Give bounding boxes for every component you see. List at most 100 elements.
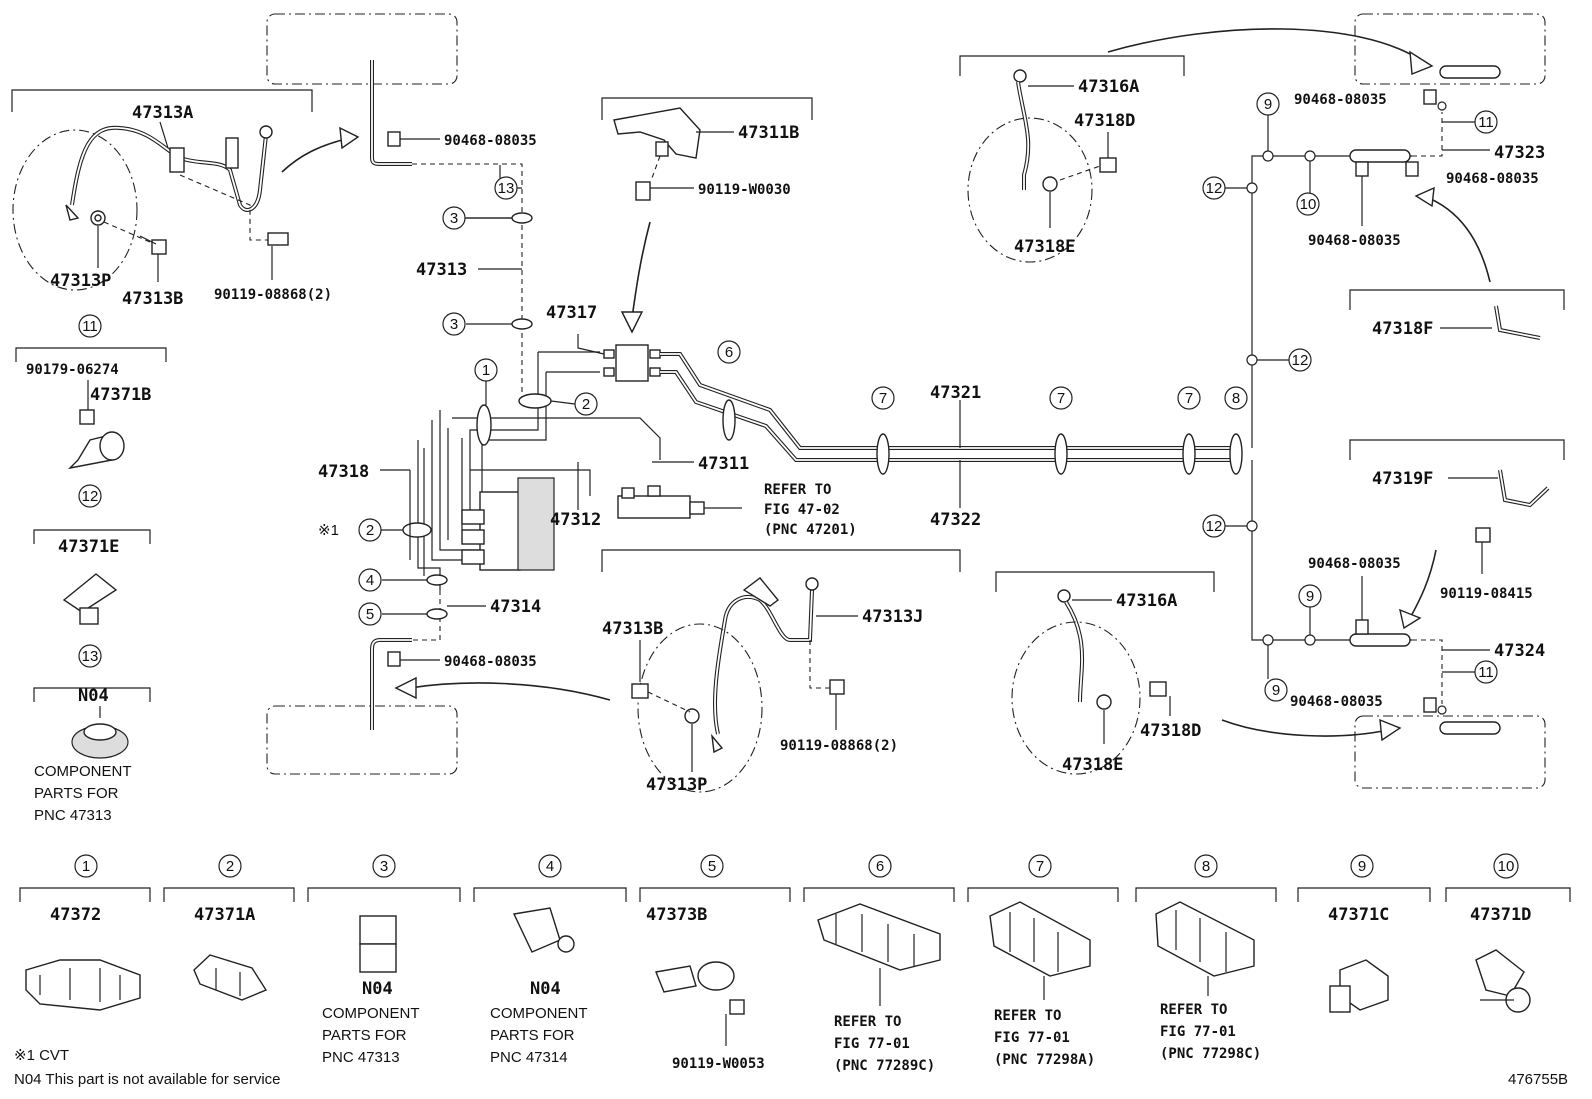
part-47316a-lower-label: 47316A bbox=[1116, 591, 1177, 611]
clip-lower-2-label: 90468-08035 bbox=[1290, 694, 1383, 710]
line-47324-label: 47324 bbox=[1494, 641, 1545, 661]
svg-text:13: 13 bbox=[82, 648, 99, 665]
component-note-3a: COMPONENT bbox=[322, 1005, 420, 1022]
svg-text:2: 2 bbox=[582, 396, 590, 413]
phantom-box-bottom-right bbox=[1354, 715, 1546, 789]
bolt-90119-08415-label: 90119-08415 bbox=[1440, 586, 1533, 602]
part-90179-06274-label: 90179-06274 bbox=[26, 362, 119, 378]
refer-6-line2: FIG 77-01 bbox=[834, 1036, 910, 1052]
group-47311b: 47311B 90119-W0030 bbox=[601, 97, 813, 334]
detail-ellipse bbox=[12, 129, 138, 291]
refer-line-1: REFER TO bbox=[764, 482, 831, 498]
bolt-90119-w0053-label: 90119-W0053 bbox=[672, 1056, 765, 1072]
line-47322-label: 47322 bbox=[930, 510, 981, 530]
tube-47314-label: 47314 bbox=[490, 597, 541, 617]
refer-8-line2: FIG 77-01 bbox=[1160, 1024, 1236, 1040]
svg-text:9: 9 bbox=[1358, 858, 1366, 875]
group-47316a-lower: 47316A 47318E 47318D bbox=[995, 571, 1402, 775]
part-47371a-label: 47371A bbox=[194, 905, 255, 925]
svg-text:2: 2 bbox=[226, 858, 234, 875]
part-47317-label: 47317 bbox=[546, 303, 597, 323]
junction-47317: 47317 bbox=[546, 303, 661, 382]
part-47313b-lower-label: 47313B bbox=[602, 619, 663, 639]
svg-text:3: 3 bbox=[450, 210, 458, 227]
svg-text:2: 2 bbox=[366, 522, 374, 539]
clip-upper-3-label: 90468-08035 bbox=[1308, 233, 1401, 249]
master-cylinder: REFER TO FIG 47-02 (PNC 47201) bbox=[617, 482, 857, 538]
figure-id: 476755B bbox=[1508, 1071, 1568, 1088]
abs-unit: 47318 47312 47311 ※1 bbox=[318, 351, 749, 590]
svg-text:7: 7 bbox=[1057, 390, 1065, 407]
refer-8-line3: (PNC 77298C) bbox=[1160, 1046, 1261, 1062]
clip-lower-1-label: 90468-08035 bbox=[1308, 556, 1401, 572]
part-47316a-upper-label: 47316A bbox=[1078, 77, 1139, 97]
component-note-1: COMPONENT bbox=[34, 763, 132, 780]
n04-label-3: N04 bbox=[362, 979, 393, 999]
tube-47313: 90468-08035 47313 bbox=[370, 60, 537, 398]
svg-text:9: 9 bbox=[1306, 588, 1314, 605]
part-47313p-lower-label: 47313P bbox=[646, 775, 707, 795]
refer-line-2: FIG 47-02 bbox=[764, 502, 840, 518]
svg-text:11: 11 bbox=[1478, 664, 1494, 681]
refer-6-line3: (PNC 77289C) bbox=[834, 1058, 935, 1074]
component-note-2: PARTS FOR bbox=[34, 785, 119, 802]
main-lines: 47321 47322 bbox=[660, 352, 1243, 530]
component-note-3b: PARTS FOR bbox=[322, 1027, 407, 1044]
phantom-box-bottom-left bbox=[266, 705, 458, 775]
refer-7-line2: FIG 77-01 bbox=[994, 1030, 1070, 1046]
part-47371e-label: 47371E bbox=[58, 537, 119, 557]
svg-text:8: 8 bbox=[1232, 390, 1240, 407]
svg-text:3: 3 bbox=[450, 316, 458, 333]
n04-label-left: N04 bbox=[78, 686, 109, 706]
part-47318e-lower-label: 47318E bbox=[1062, 755, 1123, 775]
line-47321-label: 47321 bbox=[930, 383, 981, 403]
hose-47319f-label: 47319F bbox=[1372, 469, 1433, 489]
svg-text:1: 1 bbox=[482, 362, 490, 379]
svg-text:5: 5 bbox=[366, 606, 374, 623]
component-note-3c: PNC 47313 bbox=[322, 1049, 400, 1066]
refer-6-line1: REFER TO bbox=[834, 1014, 901, 1030]
part-47311b-label: 47311B bbox=[738, 123, 799, 143]
part-47371c-label: 47371C bbox=[1328, 905, 1389, 925]
svg-text:10: 10 bbox=[1300, 196, 1317, 213]
part-47373b-label: 47373B bbox=[646, 905, 707, 925]
right-network: 90468-08035 47323 90468-08035 90468-0803… bbox=[1246, 65, 1565, 735]
svg-text:1: 1 bbox=[82, 858, 90, 875]
part-47313p-label: 47313P bbox=[50, 271, 111, 291]
svg-text:7: 7 bbox=[1185, 390, 1193, 407]
svg-text:12: 12 bbox=[1292, 352, 1309, 369]
refer-8-line1: REFER TO bbox=[1160, 1002, 1227, 1018]
bolt-90119-w0030-label: 90119-W0030 bbox=[698, 182, 791, 198]
svg-text:4: 4 bbox=[546, 858, 554, 875]
component-note-4a: COMPONENT bbox=[490, 1005, 588, 1022]
phantom-box-top-right bbox=[1354, 13, 1546, 85]
svg-text:12: 12 bbox=[1206, 180, 1223, 197]
refer-7-line1: REFER TO bbox=[994, 1008, 1061, 1024]
part-90119-08868-label: 90119-08868(2) bbox=[214, 287, 332, 303]
part-47313a-label: 47313A bbox=[132, 103, 193, 123]
tube-47311-label: 47311 bbox=[698, 454, 749, 474]
part-47318d-lower-label: 47318D bbox=[1140, 721, 1201, 741]
tube-47318-label: 47318 bbox=[318, 462, 369, 482]
svg-text:3: 3 bbox=[380, 858, 388, 875]
part-47372-label: 47372 bbox=[50, 905, 101, 925]
svg-text:11: 11 bbox=[82, 318, 98, 335]
bottom-items: 1 47372 2 47371A 3 N04 COMPONENT PARTS F… bbox=[19, 853, 1571, 1074]
part-90119-08868-lower-label: 90119-08868(2) bbox=[780, 738, 898, 754]
clip-upper-1-label: 90468-08035 bbox=[1294, 92, 1387, 108]
part-47318e-upper-label: 47318E bbox=[1014, 237, 1075, 257]
svg-text:7: 7 bbox=[1036, 858, 1044, 875]
part-47371b-label: 47371B bbox=[90, 385, 151, 405]
svg-text:9: 9 bbox=[1264, 96, 1272, 113]
group-47313a: 47313A 47313P 47313B 90119-08868(2) bbox=[11, 89, 332, 309]
svg-text:12: 12 bbox=[82, 488, 99, 505]
footnote-n04: N04 This part is not available for servi… bbox=[14, 1071, 281, 1088]
svg-text:8: 8 bbox=[1202, 858, 1210, 875]
arrow-to-top-box bbox=[281, 137, 351, 173]
refer-line-3: (PNC 47201) bbox=[764, 522, 857, 538]
svg-text:10: 10 bbox=[1498, 858, 1515, 875]
n04-label-4: N04 bbox=[530, 979, 561, 999]
left-column: 11 90179-06274 47371B 12 47371E 13 N04 C… bbox=[15, 314, 167, 824]
clip-90468-label: 90468-08035 bbox=[444, 133, 537, 149]
